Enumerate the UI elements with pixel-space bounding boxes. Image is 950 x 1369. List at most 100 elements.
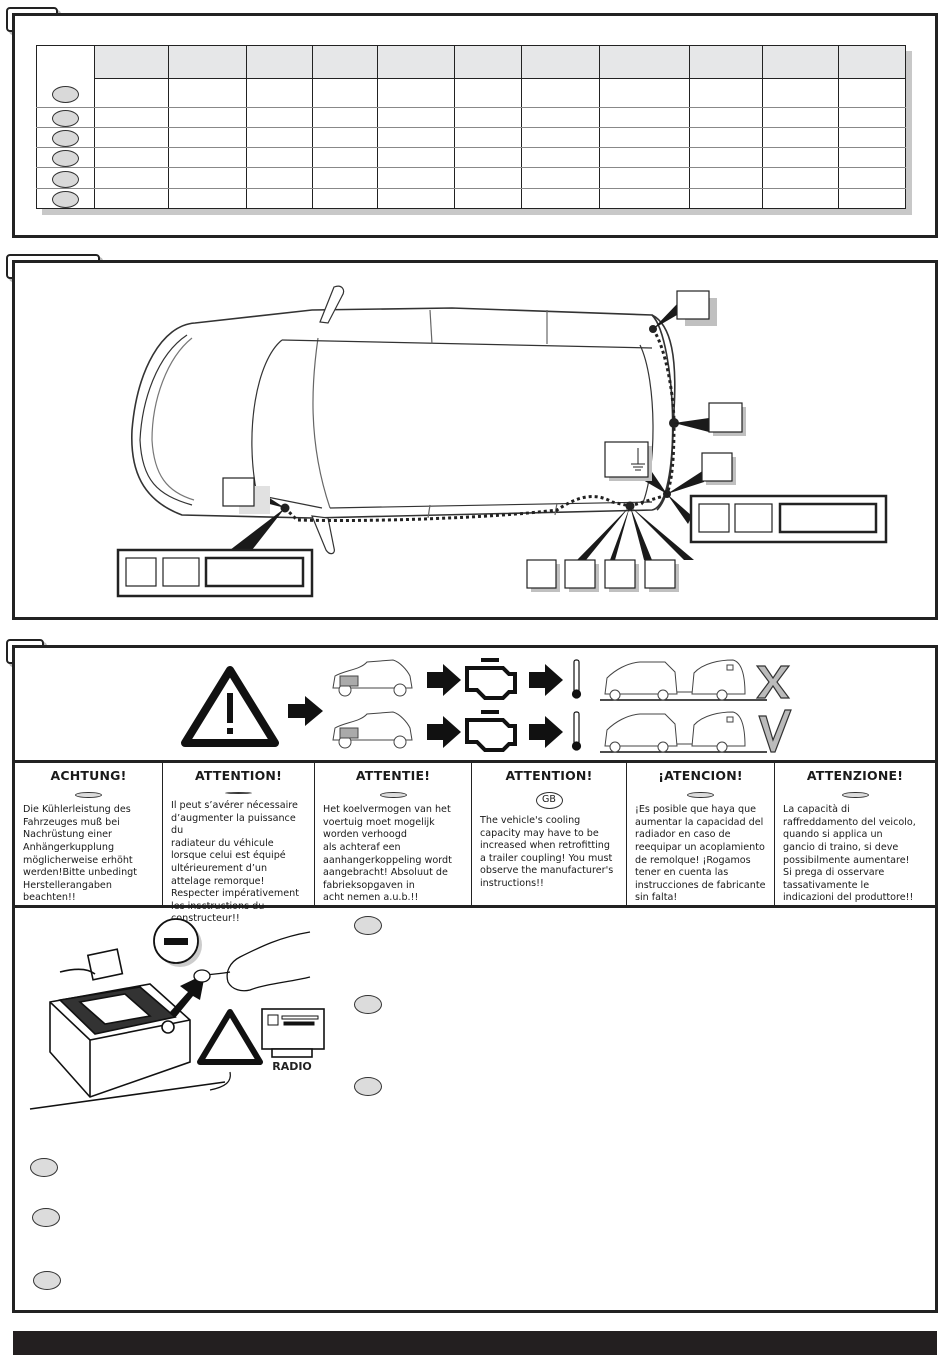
table-header-cell bbox=[94, 44, 169, 80]
row-marker bbox=[52, 109, 79, 127]
table-cell bbox=[599, 147, 690, 169]
row-marker-cell bbox=[36, 127, 95, 149]
table-cell bbox=[94, 188, 169, 210]
language-warning-title: ATTENTIE! bbox=[355, 768, 431, 783]
callout-front-left bbox=[222, 477, 266, 510]
table-cell bbox=[94, 127, 169, 149]
table-cell bbox=[599, 107, 690, 128]
ground-icon bbox=[631, 448, 645, 471]
cooling-warning-graphic bbox=[181, 658, 792, 753]
vehicle-application-table bbox=[36, 44, 906, 210]
table-cell bbox=[246, 127, 313, 149]
table-row bbox=[36, 167, 906, 189]
table-cell bbox=[377, 188, 455, 210]
caution-triangle-icon bbox=[197, 1009, 263, 1065]
table-header-cell bbox=[246, 44, 313, 80]
thermometer-icon bbox=[571, 659, 582, 699]
table-row bbox=[36, 127, 906, 149]
table-cell bbox=[94, 167, 169, 189]
thermometer-icon bbox=[571, 711, 582, 751]
car-with-trailer-icon bbox=[600, 659, 767, 701]
callout-rear-mid bbox=[708, 402, 746, 436]
warning-row-ok bbox=[332, 709, 792, 753]
table-cell bbox=[377, 147, 455, 169]
sedan-icon bbox=[332, 711, 413, 749]
table-cell bbox=[246, 107, 313, 128]
table-cell bbox=[599, 188, 690, 210]
table-cell bbox=[94, 107, 169, 128]
table-cell bbox=[312, 107, 378, 128]
table-header-cell bbox=[599, 44, 690, 80]
country-code-badge bbox=[379, 792, 407, 799]
language-warning-text: ¡Es posible que haya que aumentar la cap… bbox=[635, 804, 766, 904]
table-cell bbox=[838, 188, 906, 210]
table-cell bbox=[762, 127, 839, 149]
language-warning-title: ATTENTION! bbox=[194, 768, 282, 783]
table-header-cell bbox=[521, 44, 600, 80]
table-cell bbox=[838, 78, 906, 108]
language-warning-column: ¡ATENCION! ¡Es posible que haya que aumen… bbox=[627, 763, 775, 905]
language-warning-column: ATTENTION! Il peut s’avérer nécessaire d’… bbox=[163, 763, 315, 924]
country-code-badge bbox=[225, 792, 252, 794]
car-with-trailer-icon bbox=[600, 711, 767, 753]
connection-points bbox=[280, 325, 679, 513]
callout-bottom-4 bbox=[644, 559, 679, 592]
table-cell bbox=[377, 78, 455, 108]
warning-triangle-icon bbox=[181, 666, 279, 747]
callout-bottom-2 bbox=[564, 559, 599, 592]
arrow-icon bbox=[427, 664, 461, 696]
battery-icon bbox=[29, 948, 226, 1110]
language-warning-text: Il peut s’avérer nécessaire d’augmenter … bbox=[171, 800, 299, 925]
table-cell bbox=[689, 147, 763, 169]
language-warning-title: ¡ATENCION! bbox=[658, 768, 743, 783]
sedan-icon bbox=[332, 659, 413, 697]
table-cell bbox=[246, 78, 313, 108]
table-cell bbox=[689, 127, 763, 149]
table-cell bbox=[689, 167, 763, 189]
check-icon bbox=[758, 709, 792, 753]
callout-bottom-3 bbox=[604, 559, 639, 592]
wiring-route bbox=[283, 328, 676, 523]
country-code-badge bbox=[687, 792, 714, 799]
warning-row-not-ok bbox=[332, 658, 791, 701]
table-cell bbox=[312, 147, 378, 169]
cooling-warning-panel bbox=[12, 645, 938, 1313]
table-cell bbox=[94, 78, 169, 108]
battery-disconnect-illustration: RADIO bbox=[29, 918, 325, 1110]
table-cell bbox=[838, 167, 906, 189]
arrow-icon bbox=[529, 716, 563, 748]
table-cell bbox=[599, 127, 690, 149]
table-header-cell bbox=[838, 44, 906, 80]
language-warning-column: ACHTUNG!Die Kühlerleistung des Fahrzeuge… bbox=[15, 763, 163, 905]
table-cell bbox=[689, 188, 763, 210]
table-cell bbox=[762, 147, 839, 169]
footer-bar bbox=[13, 1331, 937, 1355]
table-cell bbox=[454, 167, 522, 189]
table-cell bbox=[762, 167, 839, 189]
language-warnings: ACHTUNG!Die Kühlerleistung des Fahrzeuge… bbox=[15, 760, 935, 924]
callout-bottom-1 bbox=[526, 559, 560, 592]
country-code-badge bbox=[75, 792, 102, 799]
table-header-cell bbox=[377, 44, 455, 80]
callout-rear-top bbox=[676, 290, 717, 326]
table-cell bbox=[599, 78, 690, 108]
table-cell bbox=[762, 107, 839, 128]
radio-icon bbox=[261, 1008, 325, 1058]
table-header-cell bbox=[312, 44, 378, 80]
table-header-cell bbox=[168, 44, 247, 80]
language-warning-text: Het koelvermogen van het voertuig moet m… bbox=[323, 804, 452, 904]
table-cell bbox=[521, 127, 600, 149]
cross-icon bbox=[755, 665, 791, 699]
row-marker-cell bbox=[36, 45, 95, 108]
language-warning-title: ACHTUNG! bbox=[50, 768, 127, 783]
language-warning-column: ATTENZIONE!La capacità di raffreddamento… bbox=[775, 763, 935, 905]
table-cell bbox=[521, 147, 600, 169]
table-cell bbox=[246, 167, 313, 189]
table-cell bbox=[377, 167, 455, 189]
table-cell bbox=[377, 127, 455, 149]
table-row bbox=[37, 78, 906, 108]
table-cell bbox=[521, 78, 600, 108]
radio-label: RADIO bbox=[272, 1060, 312, 1073]
table-row bbox=[36, 188, 906, 210]
row-marker bbox=[52, 190, 79, 208]
